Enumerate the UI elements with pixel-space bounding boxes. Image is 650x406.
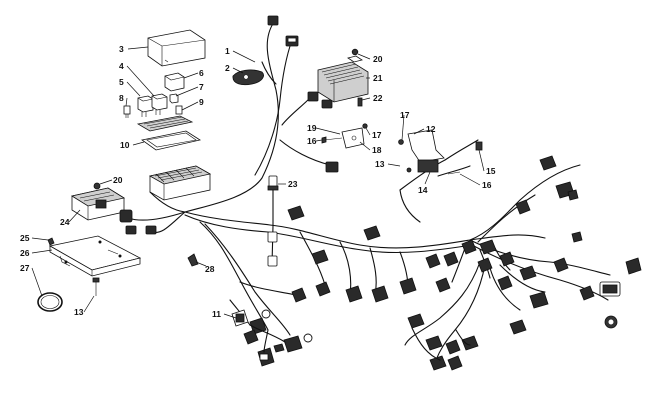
callout-14: 14	[418, 185, 428, 195]
callout-25: 25	[20, 233, 30, 243]
callout-9: 9	[199, 97, 204, 107]
callout-10: 10	[120, 140, 130, 150]
callout-13b: 13	[74, 307, 84, 317]
callout-20b: 20	[113, 175, 123, 185]
fuse-box-cover	[147, 29, 206, 67]
middle-connectors	[287, 205, 417, 303]
lower-left-connectors	[231, 309, 313, 367]
callout-23: 23	[288, 179, 298, 189]
callout-labels: 1 2 3 4 5 6 7 8 9 10 11 12 13 13 14 15 1…	[20, 44, 496, 319]
callout-20a: 20	[373, 54, 383, 64]
top-connectors	[232, 15, 339, 173]
callout-3: 3	[119, 44, 124, 54]
callout-15: 15	[486, 166, 496, 176]
leader-lines	[31, 46, 485, 319]
callout-28: 28	[205, 264, 215, 274]
callout-13a: 13	[375, 159, 385, 169]
callout-17b: 17	[400, 110, 410, 120]
callout-1: 1	[225, 46, 230, 56]
sensor	[267, 175, 279, 267]
relays	[123, 72, 185, 118]
callout-8: 8	[119, 93, 124, 103]
right-connectors	[407, 155, 642, 371]
callout-18: 18	[372, 145, 382, 155]
callout-6: 6	[199, 68, 204, 78]
callout-16a: 16	[307, 136, 317, 146]
callout-5: 5	[119, 77, 124, 87]
main-harness	[127, 21, 611, 361]
bracket-18	[321, 123, 368, 149]
callout-12: 12	[426, 124, 436, 134]
callout-22: 22	[373, 93, 383, 103]
regulator	[317, 48, 369, 107]
callout-11: 11	[212, 309, 221, 319]
control-module	[70, 182, 157, 235]
mounting-tray	[37, 235, 199, 312]
callout-17a: 17	[372, 130, 382, 140]
callout-24: 24	[60, 217, 70, 227]
callout-26: 26	[20, 248, 30, 258]
callout-7: 7	[199, 82, 204, 92]
fuse-block-panel	[136, 115, 212, 201]
callout-19: 19	[307, 123, 317, 133]
bracket-12	[398, 129, 483, 175]
callout-4: 4	[119, 61, 124, 71]
callout-27: 27	[20, 263, 30, 273]
callout-21: 21	[373, 73, 383, 83]
callout-16b: 16	[482, 180, 492, 190]
callout-2: 2	[225, 63, 230, 73]
